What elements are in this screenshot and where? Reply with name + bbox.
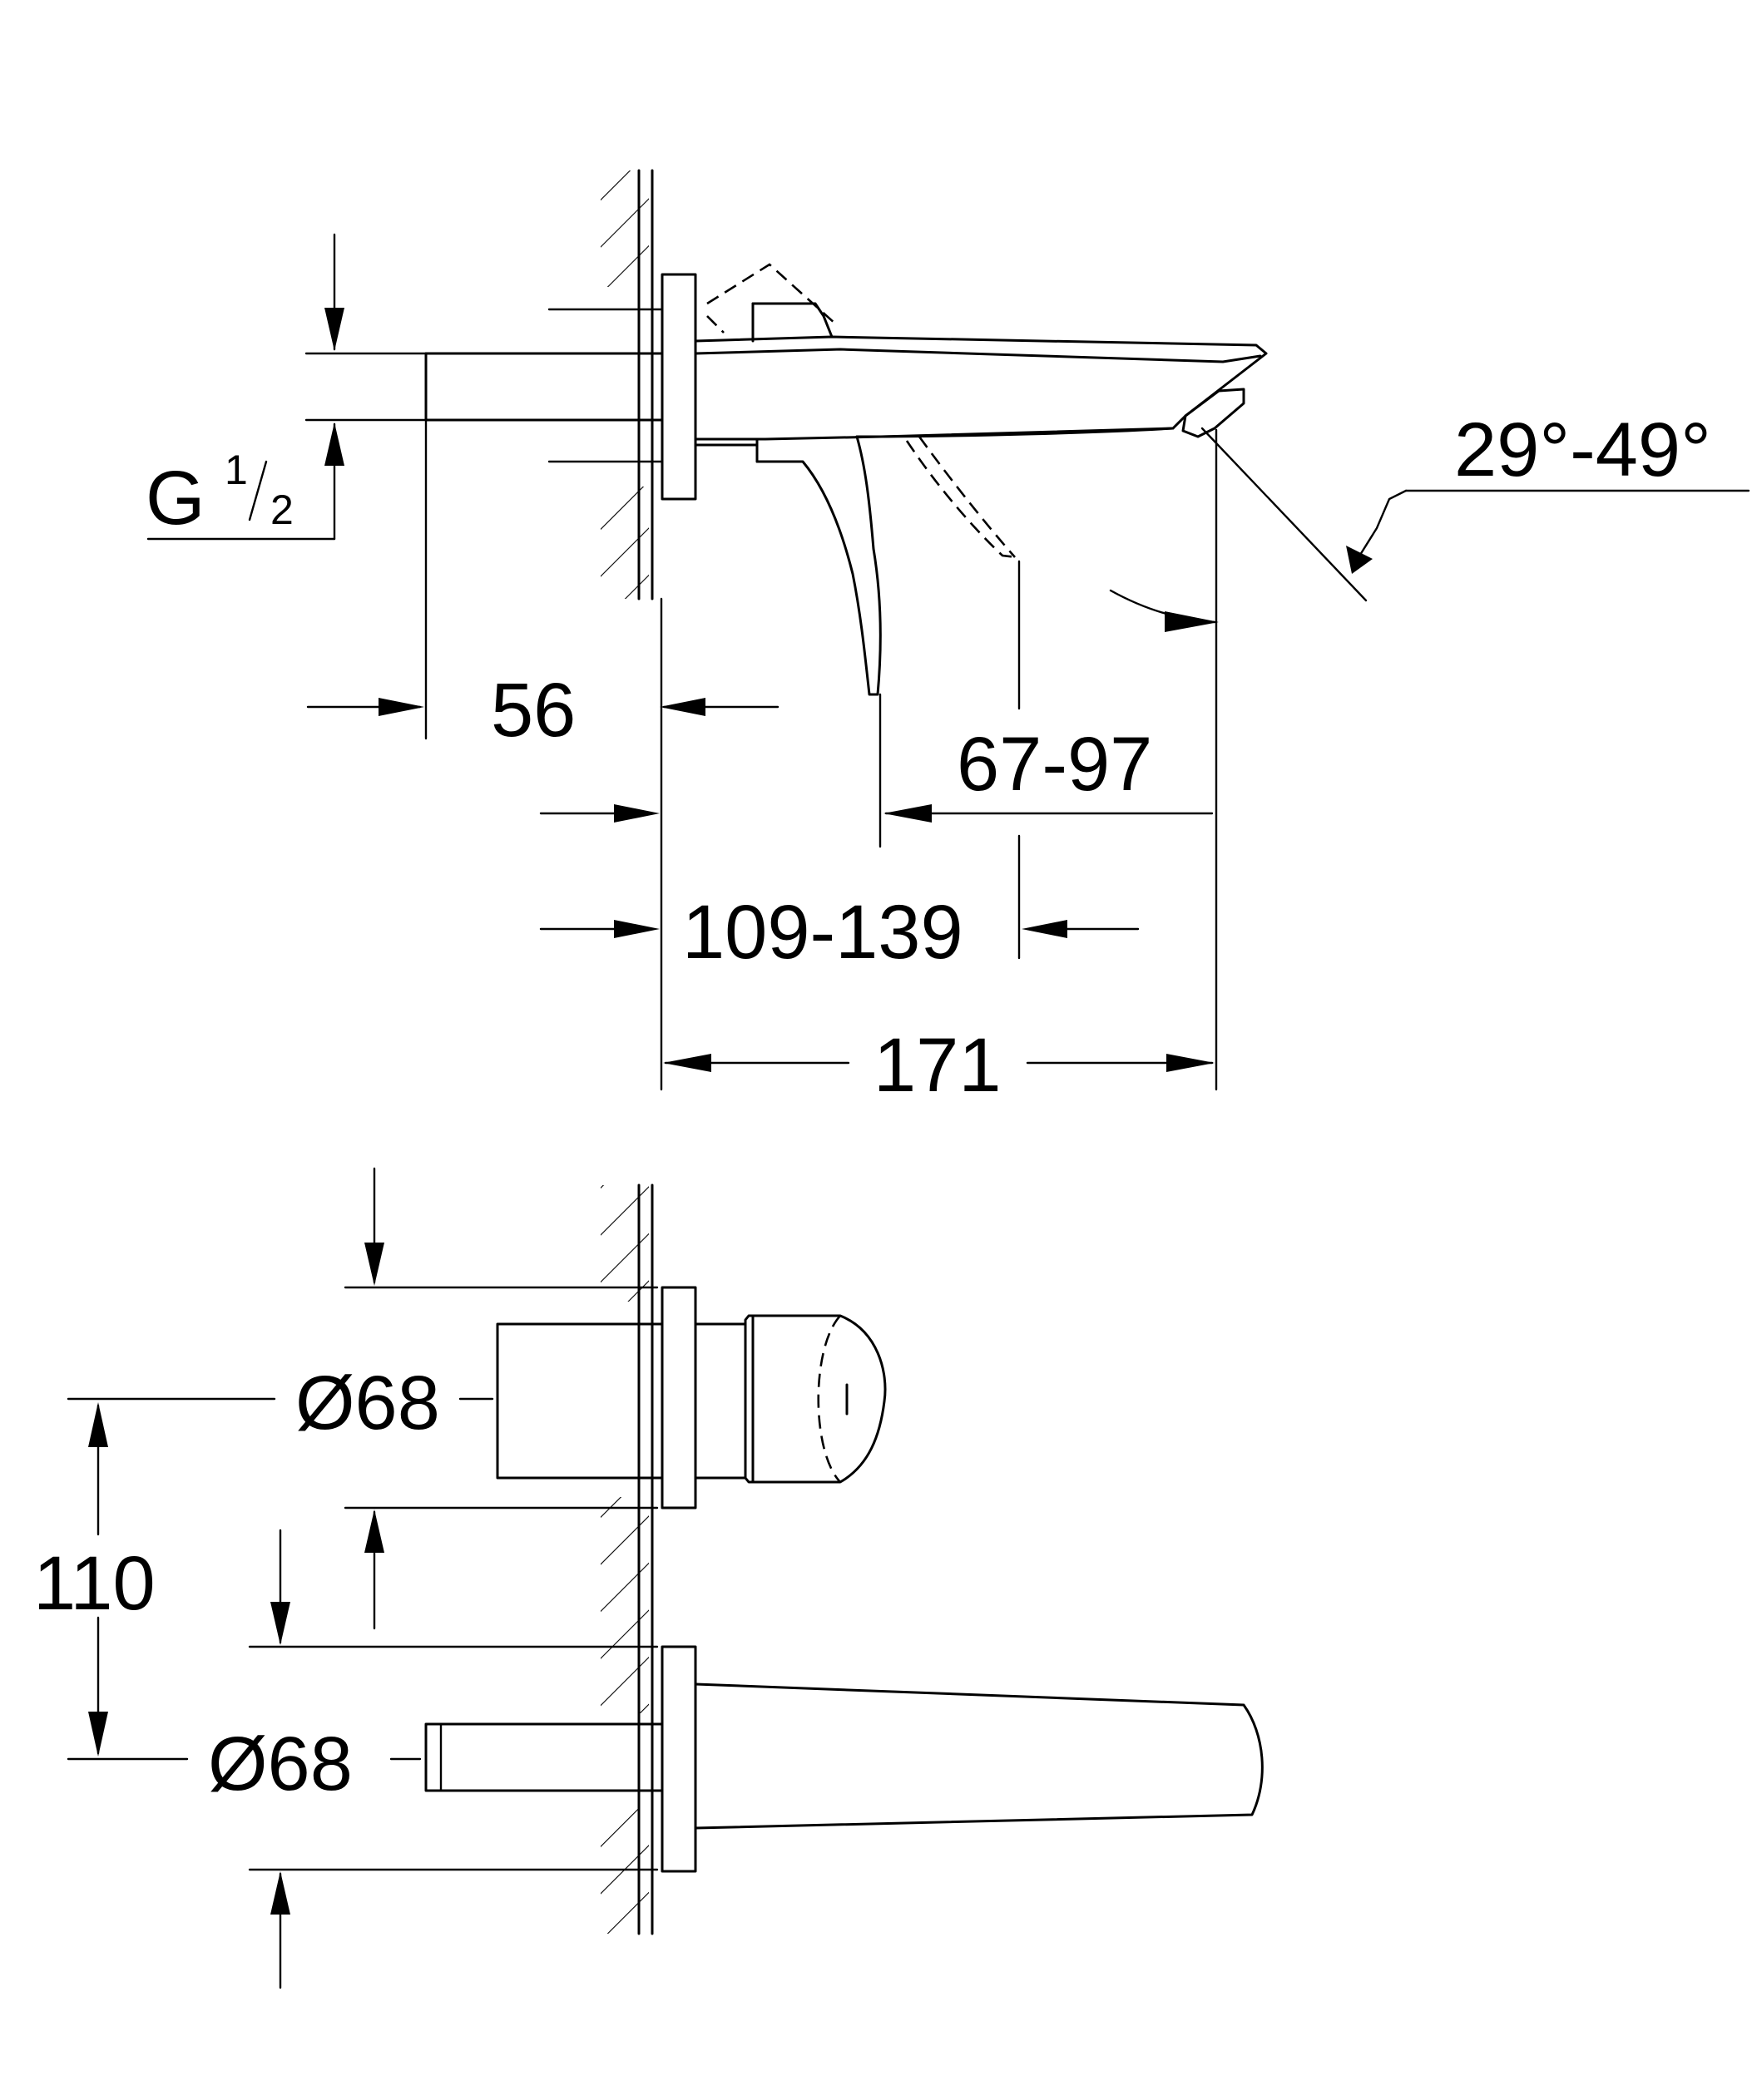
wall-front-view [601, 1183, 654, 1935]
dimension-67-97-label: 67-97 [957, 722, 1152, 807]
lever-handle-side [694, 302, 882, 696]
angle-label: 29°-49° [1454, 408, 1711, 492]
diameter-top-label: Ø68 [295, 1361, 440, 1445]
angle-indicator: 29°-49° [1109, 408, 1750, 632]
dimension-56: 56 [306, 418, 779, 753]
dimension-67-97: 67-97 [539, 428, 1218, 1091]
inlet-pipe [424, 308, 664, 463]
thread-label-numerator: 1 [225, 447, 248, 493]
thread-label-denominator: 2 [270, 487, 294, 533]
wall-plate-side [661, 273, 697, 501]
thread-dimension: G 1 2 [146, 233, 428, 541]
dimension-171-label: 171 [874, 1023, 1002, 1108]
diameter-top-dimension: Ø68 [67, 1167, 659, 1630]
thread-label-main: G [146, 456, 205, 541]
spacing-dimension: 110 [33, 1402, 422, 1761]
front-view: Ø68 110 Ø68 [33, 1167, 1264, 1989]
mixer-front-view [496, 1286, 887, 1510]
dimension-109-139: 109-139 [539, 597, 1140, 1091]
dimension-56-label: 56 [491, 668, 576, 753]
dimension-109-139-label: 109-139 [682, 890, 963, 975]
spout-front-view [424, 1645, 1264, 1873]
spout-body-side [694, 335, 1268, 441]
diameter-bottom-label: Ø68 [208, 1722, 353, 1806]
side-view: 29°-49° G 1 2 56 [146, 169, 1750, 1108]
lever-alt-positions [706, 263, 1017, 559]
dimension-171: 171 [663, 1023, 1215, 1108]
wall-side-view [601, 169, 654, 600]
spacing-label: 110 [33, 1541, 156, 1626]
diameter-bottom-dimension: Ø68 [208, 1529, 659, 1989]
